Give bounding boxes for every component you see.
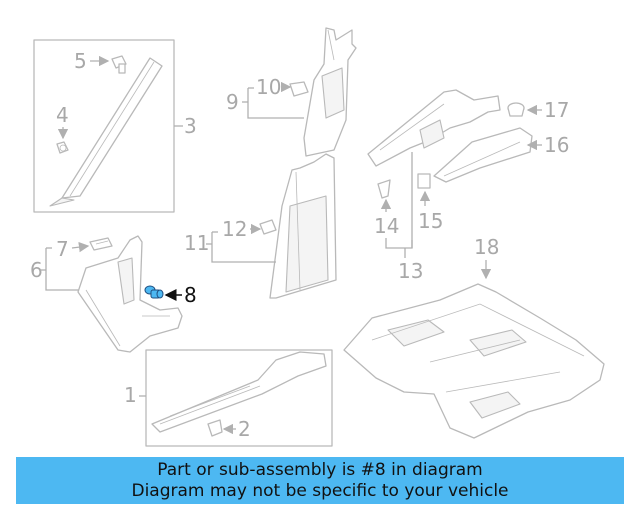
duct-16[interactable] (433, 127, 533, 183)
callout-9: 9 (226, 90, 239, 114)
callout-10: 10 (256, 75, 281, 99)
group-box-1 (145, 349, 333, 447)
quarter-trim[interactable] (367, 89, 501, 167)
clip-4[interactable] (56, 141, 69, 154)
callout-4: 4 (56, 103, 69, 127)
part-notice-banner: Part or sub-assembly is #8 in diagram Di… (16, 457, 624, 504)
scuff-plate[interactable] (151, 351, 327, 433)
kick-panel[interactable] (77, 235, 183, 353)
callout-13: 13 (398, 259, 423, 283)
callout-7: 7 (56, 237, 69, 261)
clip-14[interactable] (377, 179, 391, 199)
callout-15: 15 (418, 209, 443, 233)
clip-17[interactable] (507, 102, 525, 117)
banner-line-2: Diagram may not be specific to your vehi… (131, 480, 509, 501)
callout-8: 8 (184, 283, 197, 307)
a-pillar-trim[interactable] (49, 57, 163, 207)
clip-7[interactable] (89, 237, 113, 251)
callout-14: 14 (374, 214, 399, 238)
callout-11: 11 (184, 231, 209, 255)
callout-12: 12 (222, 217, 247, 241)
banner-line-1: Part or sub-assembly is #8 in diagram (157, 459, 483, 480)
callout-6: 6 (30, 258, 43, 282)
retainer-8-highlighted[interactable] (144, 285, 164, 299)
clip-15[interactable] (417, 173, 431, 189)
callout-1: 1 (124, 383, 137, 407)
clip-10[interactable] (289, 81, 309, 97)
clip-2[interactable] (207, 419, 223, 437)
callout-17: 17 (544, 98, 569, 122)
floor-carpet[interactable] (343, 283, 605, 439)
callout-18: 18 (474, 235, 499, 259)
clip-12[interactable] (259, 219, 277, 235)
clip-5[interactable] (111, 55, 127, 74)
lower-b-pillar-trim[interactable] (269, 153, 337, 299)
callout-3: 3 (184, 114, 197, 138)
callout-2: 2 (238, 417, 251, 441)
callout-16: 16 (544, 133, 569, 157)
upper-b-pillar-trim[interactable] (303, 27, 357, 157)
callout-5: 5 (74, 49, 87, 73)
